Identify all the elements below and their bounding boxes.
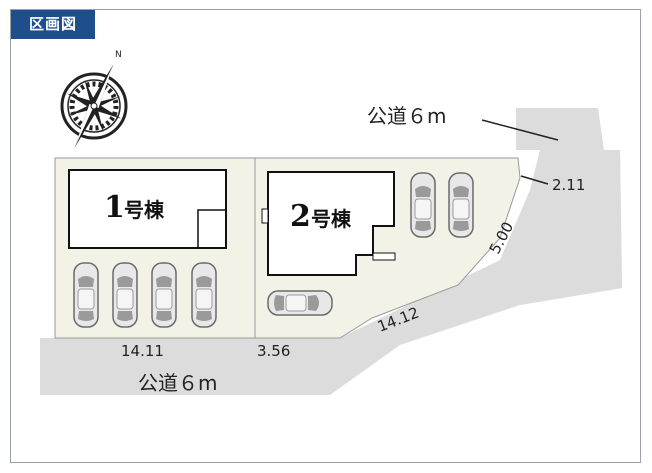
car-top-view-icon — [267, 290, 333, 316]
dimension-corner-leader — [520, 175, 549, 185]
compass-rose-icon — [60, 64, 128, 148]
car-top-view-icon — [448, 172, 474, 238]
building-1-label: 1 — [104, 190, 125, 225]
building-1-entrance — [197, 209, 226, 248]
road-east — [516, 108, 622, 305]
car-top-view-icon — [410, 172, 436, 238]
dimension-bottom-mid: 3.56 — [257, 342, 290, 360]
building-2-step — [261, 208, 269, 224]
frame-border — [10, 9, 641, 463]
compass-north-mark: N — [115, 50, 122, 60]
building-2-suffix: 号棟 — [311, 207, 352, 231]
car-top-view-icon — [151, 262, 177, 328]
dimension-corner-top: 2.11 — [552, 176, 585, 194]
building-1-outline — [68, 169, 227, 249]
road-north-leader — [481, 119, 559, 141]
car-top-view-icon — [191, 262, 217, 328]
road-label-south: 公道６m — [138, 371, 217, 395]
car-top-view-icon — [112, 262, 138, 328]
building-2-porch — [372, 252, 396, 261]
building-2-label: 2 — [290, 199, 311, 234]
car-top-view-icon — [73, 262, 99, 328]
dimension-bottom-left: 14.11 — [121, 342, 164, 360]
section-title-tab: 区画図 — [11, 10, 95, 39]
road-label-north: 公道６m — [367, 104, 446, 128]
building-1-suffix: 号棟 — [124, 198, 165, 222]
